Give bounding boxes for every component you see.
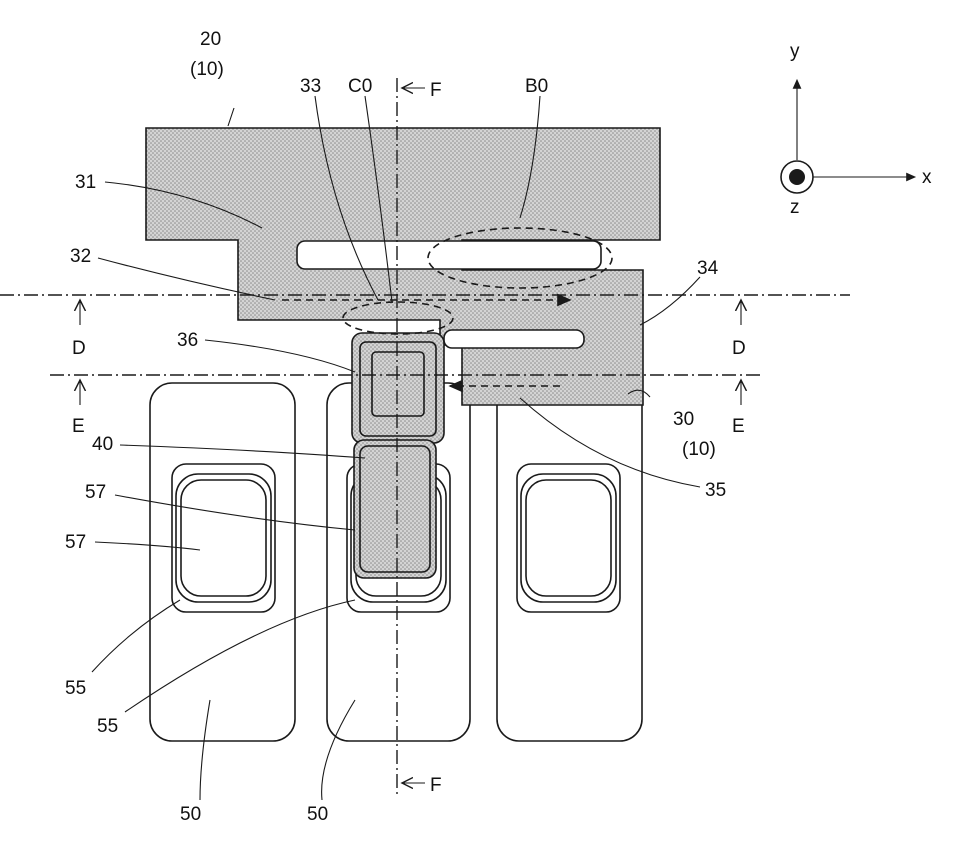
- label-55-a: 55: [65, 678, 86, 699]
- label-f-top: F: [430, 80, 442, 101]
- axis-x-label: x: [922, 167, 932, 188]
- axis-z-label: z: [790, 197, 800, 218]
- label-57-b: 57: [65, 532, 86, 553]
- label-30-sub: (10): [682, 439, 716, 460]
- label-34: 34: [697, 258, 719, 279]
- label-35: 35: [705, 480, 726, 501]
- label-d-left: D: [72, 338, 86, 359]
- label-b0: B0: [525, 76, 548, 97]
- label-d-right: D: [732, 338, 746, 359]
- label-20: 20: [200, 29, 221, 50]
- label-e-right: E: [732, 416, 745, 437]
- label-30: 30: [673, 409, 694, 430]
- label-36: 36: [177, 330, 198, 351]
- tab-36: [352, 333, 444, 443]
- label-33: 33: [300, 76, 321, 97]
- slit-upper: [297, 241, 601, 269]
- label-40: 40: [92, 434, 113, 455]
- lead-tab: [352, 333, 444, 578]
- label-f-bottom: F: [430, 775, 442, 796]
- label-e-left: E: [72, 416, 85, 437]
- label-55-b: 55: [97, 716, 118, 737]
- label-32: 32: [70, 246, 91, 267]
- lead-40: [354, 440, 436, 578]
- label-c0: C0: [348, 76, 372, 97]
- coordinate-axes: y x z: [781, 41, 932, 218]
- slit-lower: [444, 330, 584, 348]
- label-20-sub: (10): [190, 59, 224, 80]
- label-50-b: 50: [307, 804, 328, 825]
- label-57-a: 57: [85, 482, 106, 503]
- axis-y-label: y: [790, 41, 800, 62]
- label-50-a: 50: [180, 804, 201, 825]
- label-31: 31: [75, 172, 96, 193]
